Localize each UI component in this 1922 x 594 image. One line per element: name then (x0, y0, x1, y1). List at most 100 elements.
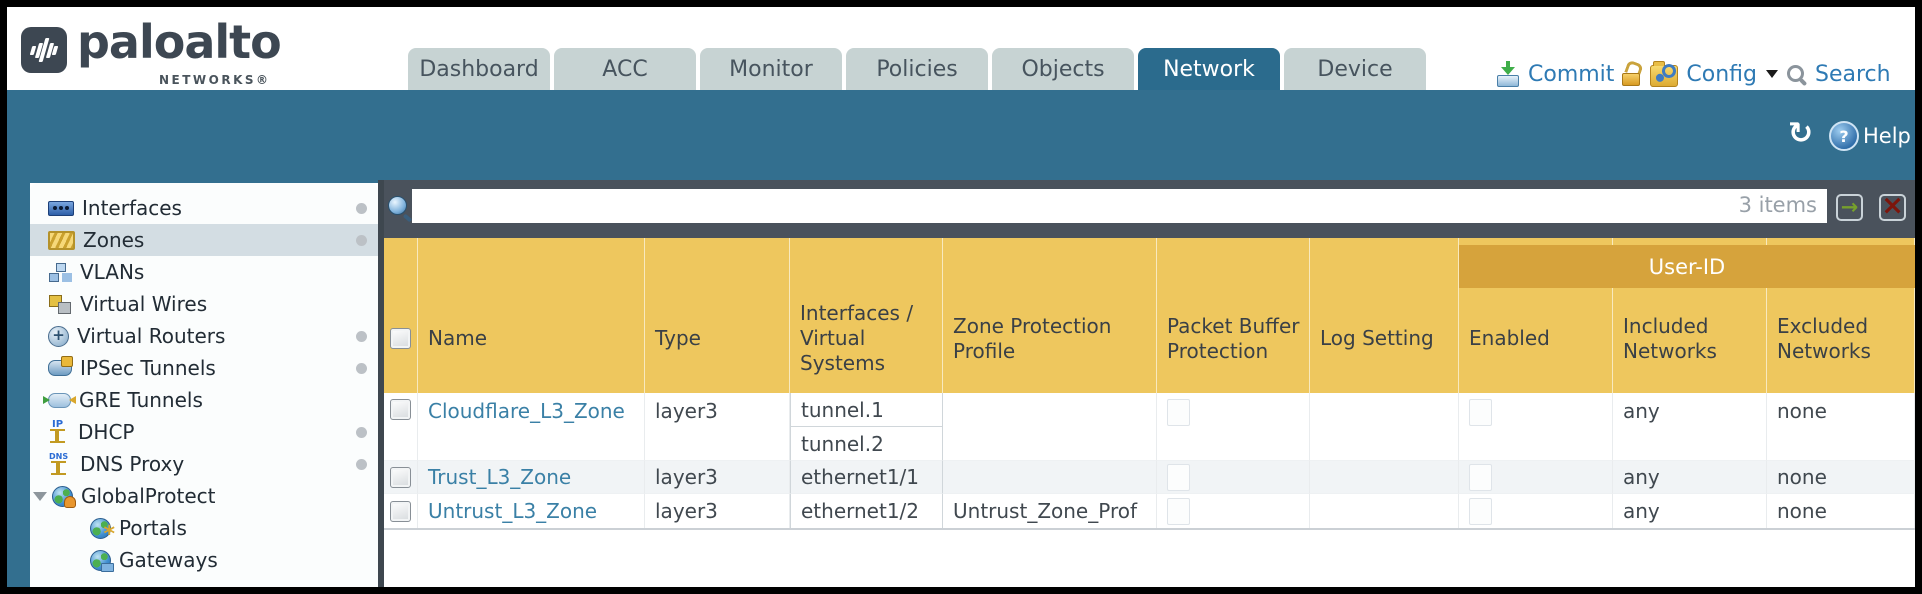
tab-acc[interactable]: ACC (554, 48, 696, 90)
lock-icon[interactable] (1622, 62, 1642, 86)
interface-entry: tunnel.1 (791, 393, 942, 427)
sidebar-item-virtual-wires[interactable]: Virtual Wires (30, 288, 378, 320)
column-header-log-setting[interactable]: Log Setting (1310, 238, 1459, 393)
sidebar-item-label: DHCP (78, 420, 135, 444)
config-button[interactable]: Config (1686, 61, 1758, 87)
zone-protection-profile-cell (943, 460, 1157, 493)
sidebar-item-label: Virtual Routers (77, 324, 226, 348)
zone-name-cell: Trust_L3_Zone (418, 460, 645, 493)
filter-input-wrap: 3 items (412, 189, 1827, 223)
packet-buffer-checkbox[interactable] (1167, 463, 1190, 491)
sidebar-item-gateways[interactable]: Gateways (30, 544, 378, 576)
interface-entry: tunnel.2 (791, 427, 942, 460)
select-all-checkbox[interactable] (390, 328, 411, 349)
sidebar-item-globalprotect[interactable]: GlobalProtect (30, 480, 378, 512)
row-select-cell (384, 460, 418, 493)
row-select-cell (384, 493, 418, 528)
sidebar-item-zones[interactable]: Zones (30, 224, 378, 256)
table-row[interactable]: Cloudflare_L3_Zone layer3 tunnel.1 tunne… (384, 393, 1915, 460)
table-row[interactable]: Trust_L3_Zone layer3 ethernet1/1 any non… (384, 460, 1915, 493)
header-actions: Commit Config Search (1496, 57, 1891, 91)
sidebar-item-portals[interactable]: Portals (30, 512, 378, 547)
table-body: Cloudflare_L3_Zone layer3 tunnel.1 tunne… (384, 393, 1915, 528)
tab-network[interactable]: Network (1138, 48, 1280, 90)
user-id-enabled-checkbox[interactable] (1469, 497, 1492, 525)
column-header-enabled[interactable]: Enabled (1459, 238, 1613, 393)
sidebar-item-vlans[interactable]: VLANs (30, 256, 378, 288)
expand-triangle-icon[interactable] (33, 491, 47, 501)
row-checkbox[interactable] (390, 466, 411, 488)
table-bottom-border (384, 528, 1915, 530)
refresh-icon[interactable]: ↻ (1788, 116, 1814, 151)
filter-bar: 3 items (384, 180, 1915, 238)
teal-band (7, 90, 1915, 183)
user-id-enabled-cell (1459, 493, 1613, 528)
clear-filter-button[interactable] (1879, 194, 1906, 221)
config-icon[interactable] (1650, 61, 1679, 87)
tab-objects[interactable]: Objects (992, 48, 1134, 90)
column-header-type[interactable]: Type (645, 238, 790, 393)
zone-name-cell: Untrust_L3_Zone (418, 493, 645, 528)
column-header-interfaces[interactable]: Interfaces / Virtual Systems (790, 238, 943, 393)
user-id-enabled-checkbox[interactable] (1469, 399, 1492, 426)
row-checkbox[interactable] (390, 500, 411, 522)
packet-buffer-protection-cell (1157, 393, 1310, 460)
paloalto-logo-icon (21, 27, 67, 73)
sidebar-item-gre-tunnels[interactable]: GRE Tunnels (30, 384, 378, 416)
sidebar-item-dns-proxy[interactable]: DNS Proxy (30, 448, 378, 480)
column-group-user-id: User-ID (1459, 245, 1915, 288)
pane-splitter[interactable] (378, 180, 384, 587)
chevron-down-icon[interactable] (1766, 70, 1779, 78)
tab-monitor[interactable]: Monitor (700, 48, 842, 90)
column-header-zone-protection-profile[interactable]: Zone Protection Profile (943, 238, 1157, 393)
table-row[interactable]: Untrust_L3_Zone layer3 ethernet1/2 Untru… (384, 493, 1915, 528)
sidebar-item-interfaces[interactable]: Interfaces (30, 192, 378, 224)
zone-name-link[interactable]: Cloudflare_L3_Zone (428, 399, 625, 423)
zone-name-link[interactable]: Untrust_L3_Zone (428, 499, 598, 523)
log-setting-cell (1310, 460, 1459, 493)
help-label[interactable]: Help (1863, 124, 1911, 148)
apply-filter-button[interactable] (1836, 194, 1863, 221)
packet-buffer-protection-cell (1157, 493, 1310, 528)
commit-button[interactable]: Commit (1528, 61, 1615, 87)
commit-icon[interactable] (1496, 61, 1520, 87)
packet-buffer-checkbox[interactable] (1167, 497, 1190, 525)
filter-input[interactable] (412, 189, 1827, 223)
dns-proxy-icon (48, 452, 72, 475)
help-icon[interactable] (1829, 121, 1859, 151)
portals-icon (90, 517, 115, 547)
search-button[interactable]: Search (1815, 61, 1891, 87)
user-id-enabled-checkbox[interactable] (1469, 463, 1492, 491)
row-select-cell (384, 393, 418, 460)
top-bar: paloalto NETWORKS® Dashboard ACC Monitor… (7, 7, 1915, 90)
row-checkbox[interactable] (390, 399, 411, 420)
tab-dashboard[interactable]: Dashboard (408, 48, 550, 90)
column-header-excluded-networks[interactable]: Excluded Networks (1767, 238, 1915, 393)
sidebar-item-label: VLANs (80, 260, 145, 284)
user-id-enabled-cell (1459, 393, 1613, 460)
user-id-enabled-cell (1459, 460, 1613, 493)
sidebar-item-label: Virtual Wires (80, 292, 208, 316)
brand-subtitle: NETWORKS® (159, 73, 271, 87)
sidebar-item-dhcp[interactable]: DHCP (30, 416, 378, 448)
zone-name-link[interactable]: Trust_L3_Zone (428, 465, 572, 489)
search-icon[interactable] (1786, 64, 1807, 85)
sidebar-item-ipsec-tunnels[interactable]: IPSec Tunnels (30, 352, 378, 384)
excluded-networks-cell: none (1767, 460, 1915, 493)
sidebar-item-virtual-routers[interactable]: Virtual Routers (30, 320, 378, 352)
column-header-name[interactable]: Name (418, 238, 645, 393)
zones-icon (48, 230, 75, 250)
zone-type-cell: layer3 (645, 460, 790, 493)
packet-buffer-checkbox[interactable] (1167, 399, 1190, 426)
tab-device[interactable]: Device (1284, 48, 1426, 90)
filter-search-icon[interactable] (388, 196, 414, 222)
tab-policies[interactable]: Policies (846, 48, 988, 90)
column-header-packet-buffer-protection[interactable]: Packet Buffer Protection (1157, 238, 1310, 393)
status-dot (356, 203, 367, 214)
status-dot (356, 427, 367, 438)
zone-interfaces-cell: ethernet1/2 (790, 493, 943, 528)
ipsec-tunnels-icon (48, 356, 73, 376)
main-nav-tabs: Dashboard ACC Monitor Policies Objects N… (408, 48, 1426, 90)
virtual-routers-icon (48, 325, 69, 347)
column-header-included-networks[interactable]: Included Networks (1613, 238, 1767, 393)
